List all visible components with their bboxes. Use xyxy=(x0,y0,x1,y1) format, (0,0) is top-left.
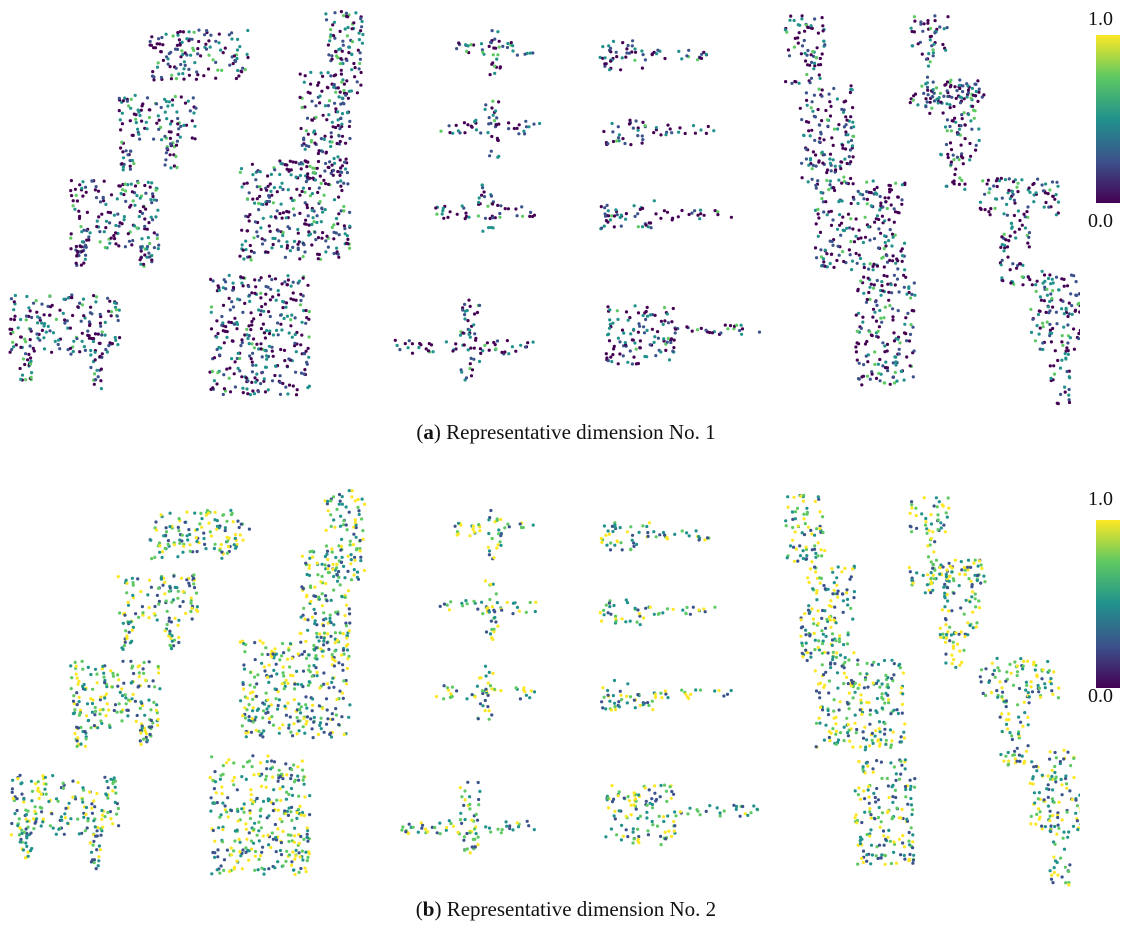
caption-b: (b) Representative dimension No. 2 xyxy=(415,897,717,921)
caption-letter-a: a xyxy=(423,420,434,444)
figure-panel-a: 1.0 0.0 xyxy=(0,0,1132,440)
airplane-point-clouds xyxy=(393,29,542,382)
lamp-point-clouds xyxy=(908,14,1080,406)
point-cloud-grid-a xyxy=(8,10,1080,406)
colorbar-max-label-a: 1.0 xyxy=(1088,8,1113,30)
point-cloud-grid-b xyxy=(9,489,1080,887)
guitar-point-clouds xyxy=(598,39,762,366)
figure-panel-b: 1.0 0.0 xyxy=(0,480,1132,920)
caption-text-a: Representative dimension No. 1 xyxy=(446,420,716,444)
caption-a: (a) Representative dimension No. 1 xyxy=(416,420,716,444)
chair-point-clouds xyxy=(783,14,917,387)
caption-text-b: Representative dimension No. 2 xyxy=(446,897,717,921)
airplane-point-clouds xyxy=(400,508,538,855)
chair-point-clouds xyxy=(784,493,917,866)
plant-point-clouds xyxy=(208,489,367,877)
colorbar-min-label-a: 0.0 xyxy=(1088,210,1113,232)
colorbar-max-label-b: 1.0 xyxy=(1088,488,1113,510)
caption-letter-b: b xyxy=(422,897,435,921)
plant-point-clouds xyxy=(208,10,365,397)
piano-point-clouds xyxy=(8,28,250,391)
colorbar-b xyxy=(1096,520,1120,688)
colorbar-min-label-b: 0.0 xyxy=(1088,685,1113,707)
guitar-point-clouds xyxy=(598,521,760,847)
colorbar-a xyxy=(1096,35,1120,203)
lamp-point-clouds xyxy=(907,496,1080,887)
piano-point-clouds xyxy=(9,508,251,871)
